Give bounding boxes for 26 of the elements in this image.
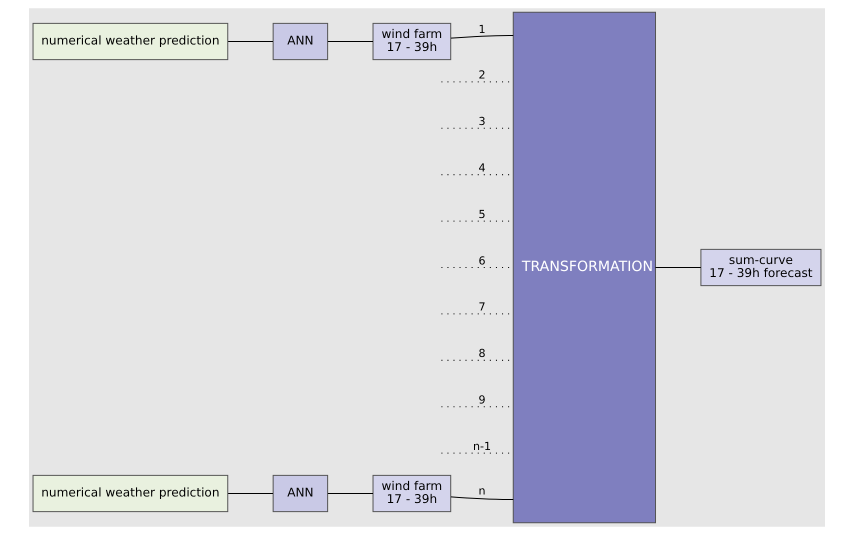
node-box: numerical weather prediction <box>32 22 228 60</box>
edge-label: n <box>478 484 486 498</box>
connector <box>228 492 273 494</box>
connector <box>656 267 701 268</box>
connector <box>450 34 514 39</box>
edge-label: 5 <box>478 208 486 221</box>
connector <box>450 496 514 500</box>
edge-label: n-1 <box>472 440 492 453</box>
node-box: wind farm 17 - 39h <box>372 474 452 512</box>
edge-label: 7 <box>478 300 486 314</box>
connector <box>328 41 374 42</box>
edge-label: 2 <box>478 68 486 82</box>
edge-label: 4 <box>478 161 486 174</box>
edge-label: 3 <box>478 115 486 128</box>
node-box: sum-curve 17 - 39h forecast <box>700 248 822 286</box>
edge-label: 6 <box>478 254 486 268</box>
node-box: wind farm 17 - 39h <box>372 22 452 60</box>
node-box: numerical weather prediction <box>32 474 228 512</box>
node-box: ANN <box>272 474 328 512</box>
connector <box>328 492 374 494</box>
node-box: TRANSFORMATION <box>512 12 656 524</box>
edge-label: 1 <box>478 23 486 36</box>
node-box: ANN <box>272 22 328 60</box>
connector <box>228 41 273 42</box>
edge-label: 9 <box>478 393 486 406</box>
edge-label: 8 <box>478 347 486 360</box>
